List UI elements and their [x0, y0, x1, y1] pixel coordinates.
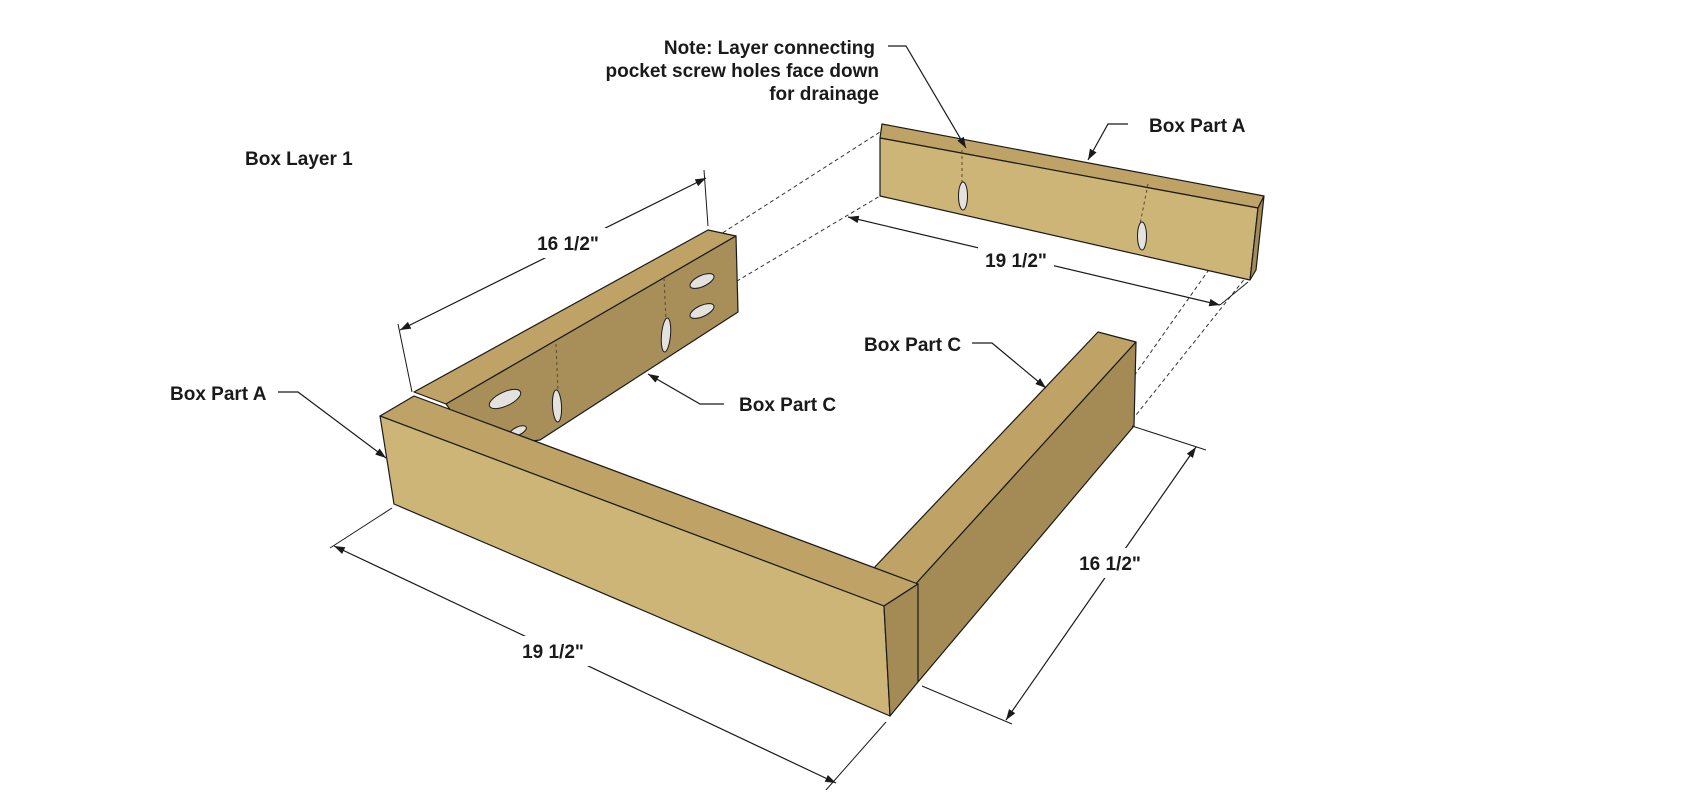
- note-line-3: for drainage: [769, 84, 879, 105]
- dimension-front: 19 1/2": [329, 507, 887, 791]
- label-box-part-c-right: Box Part C: [864, 335, 961, 356]
- label-box-part-a-left: Box Part A: [170, 384, 267, 405]
- dimension-right-side: 16 1/2": [921, 425, 1207, 725]
- label-box-part-c-left: Box Part C: [739, 395, 836, 416]
- dimension-left-side: 16 1/2": [397, 169, 709, 393]
- pocket-hole: [958, 181, 968, 211]
- dimension-label-back: 19 1/2": [985, 251, 1047, 272]
- dimension-label-right-side: 16 1/2": [1079, 554, 1141, 575]
- dimension-label-front: 19 1/2": [522, 642, 584, 663]
- pocket-hole: [551, 389, 563, 423]
- box-part-a-front-board: [379, 395, 919, 717]
- note-line-1: Note: Layer connecting: [664, 38, 875, 59]
- label-box-part-a-back: Box Part A: [1149, 116, 1246, 137]
- dimension-label-left-side: 16 1/2": [537, 234, 599, 255]
- box-part-a-back-board: [879, 123, 1265, 281]
- diagram-title: Box Layer 1: [245, 149, 353, 170]
- pocket-hole: [488, 388, 522, 410]
- pocket-hole: [1137, 221, 1147, 251]
- dimension-back: 19 1/2": [847, 215, 1249, 307]
- note-line-2: pocket screw holes face down: [606, 61, 879, 82]
- leader-lines: [278, 45, 1128, 459]
